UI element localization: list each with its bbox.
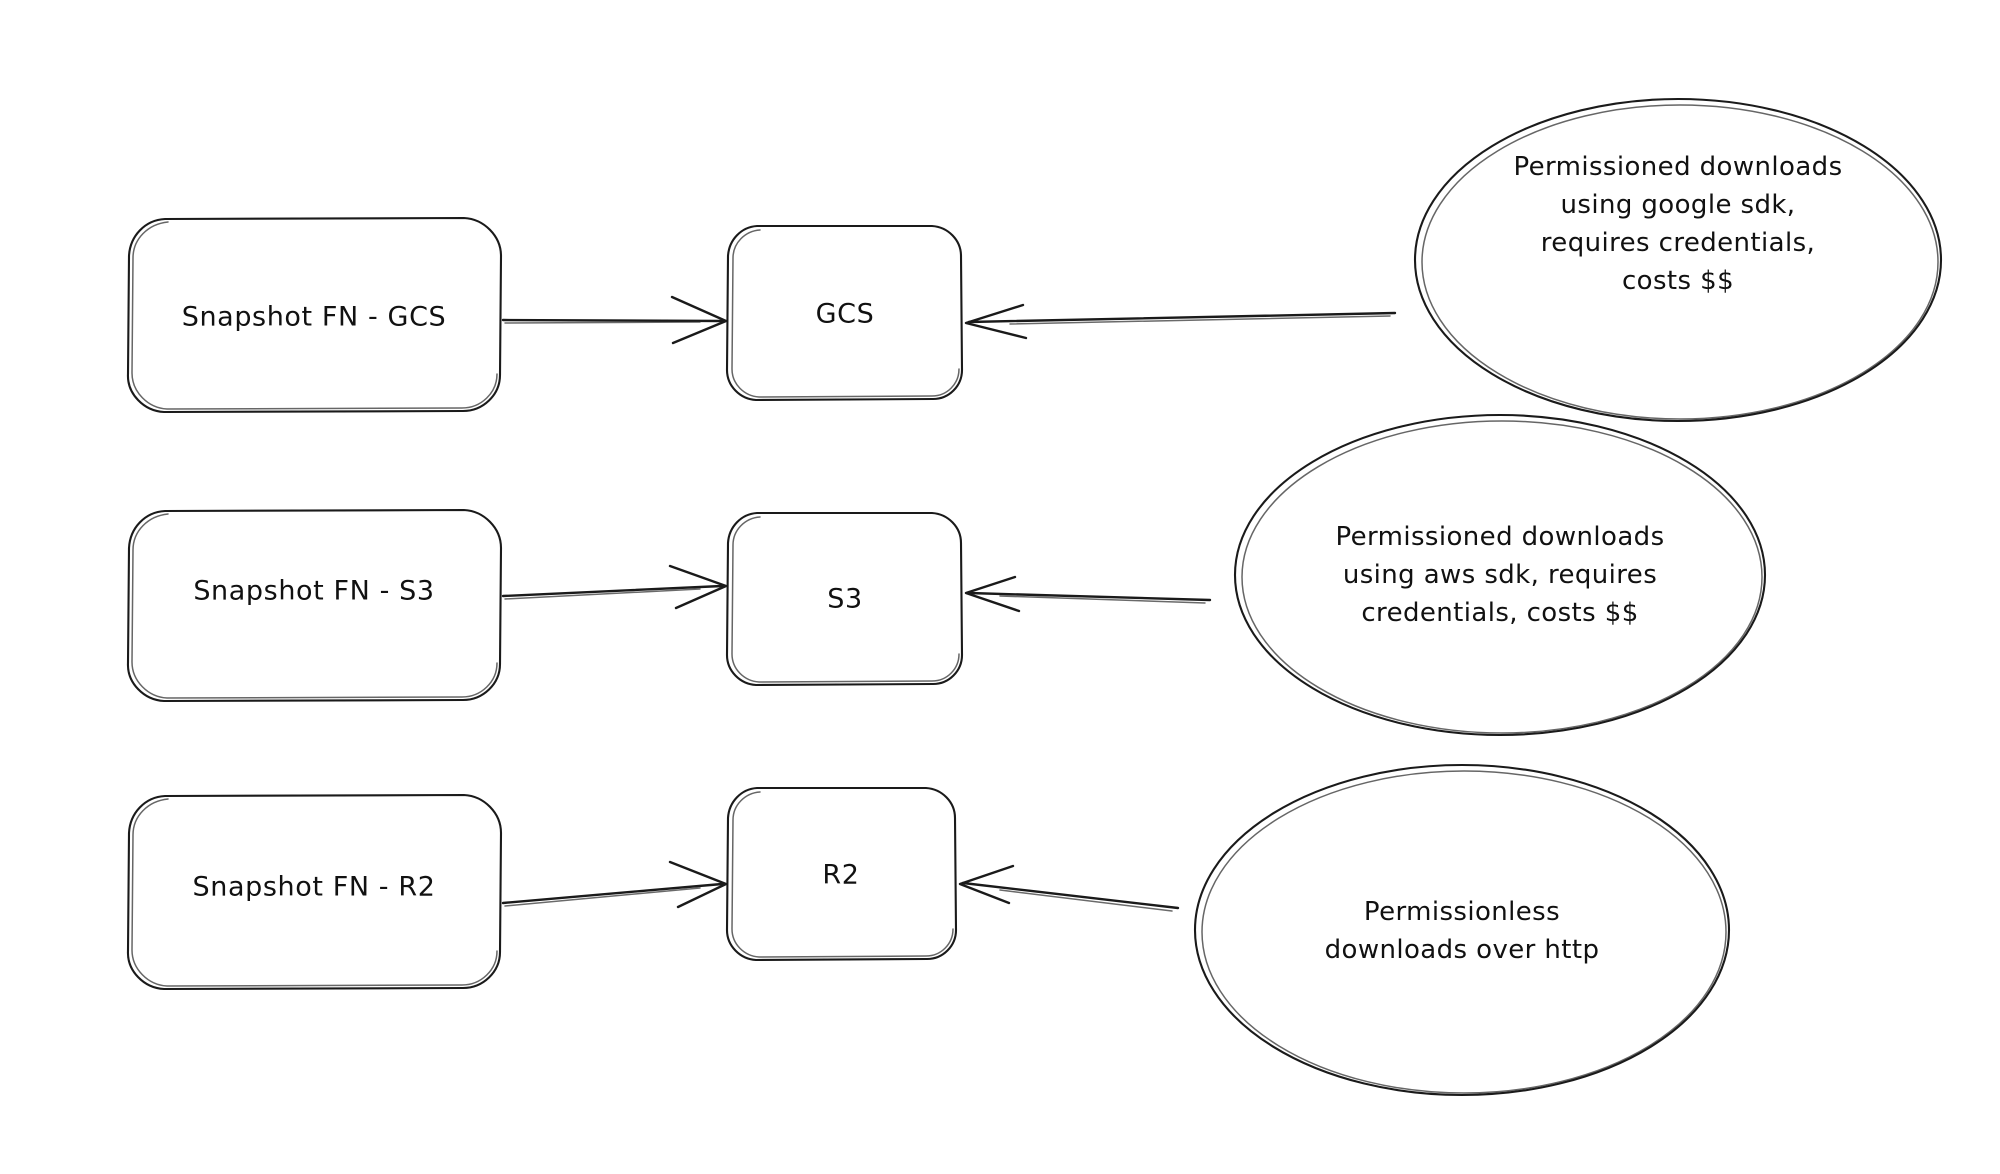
edge-note-gcs-to-gcs (964, 303, 1397, 340)
edge-snapshot-s3-to-s3 (501, 564, 728, 610)
note-s3-line-2: using aws sdk, requires (1343, 560, 1657, 590)
node-snapshot-fn-gcs[interactable]: Snapshot FN - GCS (126, 216, 503, 414)
edge-snapshot-gcs-to-gcs (501, 295, 728, 345)
node-snapshot-fn-s3-label: Snapshot FN - S3 (193, 576, 434, 607)
note-s3-line-1: Permissioned downloads (1335, 522, 1664, 552)
note-s3[interactable]: Permissioned downloads using aws sdk, re… (1233, 413, 1767, 737)
note-gcs-line-3: requires credentials, (1541, 228, 1815, 258)
node-gcs[interactable]: GCS (725, 224, 964, 402)
note-gcs-line-1: Permissioned downloads (1513, 152, 1842, 182)
note-r2[interactable]: Permissionless downloads over http (1193, 763, 1731, 1097)
note-s3-line-3: credentials, costs $$ (1361, 598, 1638, 628)
node-s3[interactable]: S3 (725, 511, 964, 687)
note-gcs-line-4: costs $$ (1622, 266, 1734, 296)
node-r2-label: R2 (822, 860, 859, 891)
node-r2[interactable]: R2 (725, 786, 958, 962)
note-r2-line-2: downloads over http (1325, 935, 1600, 965)
edge-note-s3-to-s3 (964, 575, 1212, 613)
node-snapshot-fn-gcs-label: Snapshot FN - GCS (182, 302, 447, 333)
note-gcs-line-2: using google sdk, (1561, 190, 1796, 220)
edge-snapshot-r2-to-r2 (501, 860, 728, 909)
node-snapshot-fn-r2-label: Snapshot FN - R2 (193, 872, 436, 903)
note-gcs[interactable]: Permissioned downloads using google sdk,… (1413, 97, 1943, 423)
node-s3-label: S3 (827, 584, 863, 615)
node-gcs-label: GCS (816, 299, 875, 330)
node-snapshot-fn-s3[interactable]: Snapshot FN - S3 (126, 508, 503, 703)
node-snapshot-fn-r2[interactable]: Snapshot FN - R2 (126, 793, 503, 991)
edge-note-r2-to-r2 (958, 864, 1180, 912)
note-r2-line-1: Permissionless (1364, 897, 1560, 927)
